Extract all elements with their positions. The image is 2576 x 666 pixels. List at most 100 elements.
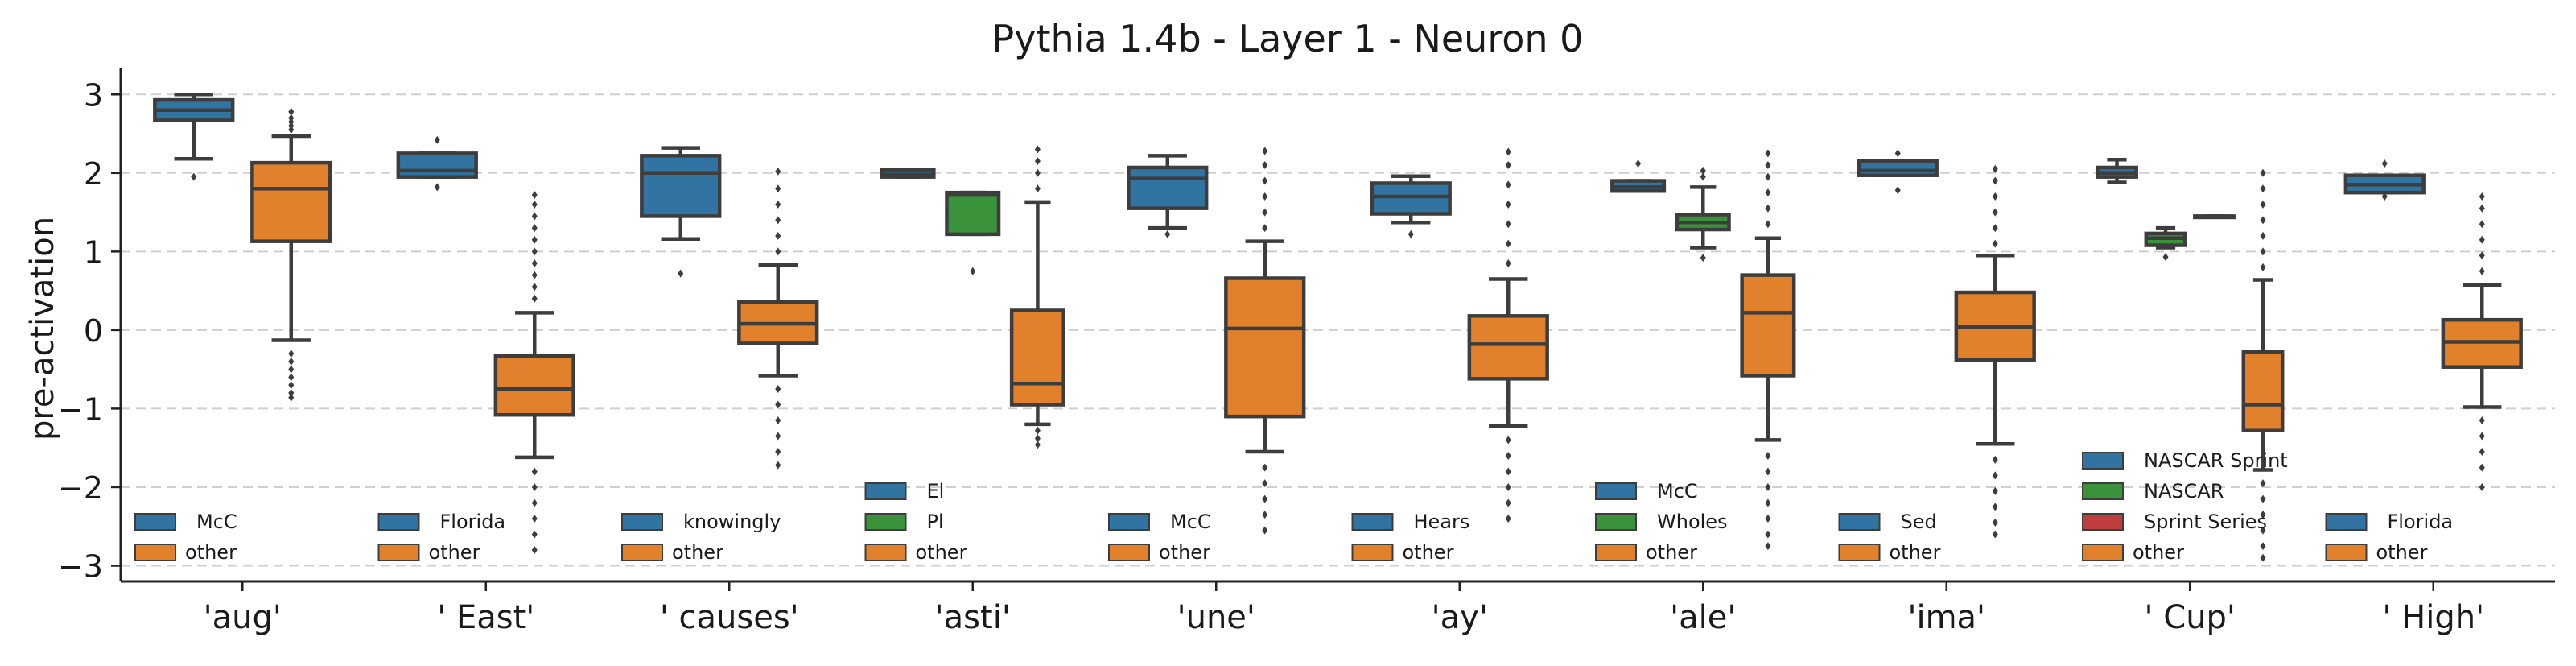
legends: McCotherFloridaotherknowinglyotherElPlot…	[134, 449, 2454, 564]
legend-swatch	[134, 544, 176, 561]
outlier-point	[531, 200, 538, 209]
box-mcc	[1610, 159, 1667, 193]
outlier-point	[1700, 166, 1706, 175]
outlier-point	[2260, 553, 2266, 562]
box-nascar	[2144, 225, 2187, 262]
outlier-point	[1765, 498, 1771, 507]
legend-label: Florida	[440, 511, 506, 533]
box-mcc	[1127, 154, 1209, 238]
outlier-point	[970, 267, 976, 275]
outlier-point	[2260, 231, 2266, 240]
outlier-point	[2260, 216, 2266, 225]
outlier-point	[531, 545, 538, 554]
legend-label: other	[429, 541, 480, 564]
box-pl	[945, 190, 1001, 275]
outlier-point	[2260, 511, 2266, 519]
outlier-point	[1262, 161, 1268, 170]
outlier-point	[288, 114, 295, 122]
outlier-point	[2162, 253, 2169, 262]
outlier-point	[434, 135, 440, 144]
outlier-point	[2479, 432, 2485, 441]
outlier-point	[1505, 239, 1511, 248]
outlier-point	[1765, 161, 1771, 170]
outlier-point	[775, 448, 781, 457]
legend-label: NASCAR Sprint	[2144, 449, 2288, 472]
outlier-point	[1034, 168, 1041, 177]
outlier-point	[434, 183, 440, 192]
box-body	[945, 190, 1001, 237]
outlier-point	[1262, 224, 1268, 233]
outlier-point	[1408, 230, 1414, 238]
legend-swatch	[1108, 513, 1150, 531]
outlier-point	[1992, 176, 1998, 185]
box-body	[1009, 308, 1065, 407]
y-tick-label: −1	[58, 391, 103, 427]
outlier-point	[1505, 161, 1511, 170]
box-other	[1467, 147, 1549, 523]
outlier-point	[2381, 159, 2388, 168]
category-group-6	[1610, 149, 1796, 551]
outlier-point	[1034, 184, 1041, 193]
outlier-point	[531, 467, 538, 476]
legend-label: other	[1159, 541, 1210, 564]
outlier-point	[1262, 511, 1268, 519]
outlier-point	[1262, 526, 1268, 535]
outlier-point	[288, 393, 295, 402]
outlier-point	[1262, 147, 1268, 155]
legend-swatch	[2325, 544, 2368, 561]
box-florida	[396, 135, 478, 192]
outlier-point	[775, 416, 781, 425]
x-tick-label: ' High'	[2382, 599, 2484, 636]
y-tick-label: 1	[84, 234, 103, 270]
box-other	[1224, 147, 1306, 535]
legend-label: Florida	[2388, 511, 2454, 533]
y-tick-label: 2	[84, 156, 103, 192]
box-body	[1127, 165, 1209, 210]
box-body	[1370, 181, 1452, 216]
outlier-point	[1765, 220, 1771, 229]
outlier-point	[1765, 149, 1771, 158]
category-group-9	[2343, 159, 2523, 491]
category-group-4	[1127, 147, 1306, 535]
outlier-point	[288, 365, 295, 374]
outlier-point	[1505, 498, 1511, 507]
outlier-point	[1765, 204, 1771, 213]
outlier-point	[1992, 224, 1998, 233]
outlier-point	[2260, 542, 2266, 551]
legend-swatch	[1351, 513, 1394, 531]
outlier-point	[678, 269, 684, 278]
legend-swatch	[2325, 513, 2368, 531]
box-nascar-sprint	[2096, 157, 2138, 184]
outlier-point	[2381, 192, 2388, 201]
legend-label: Wholes	[1657, 511, 1728, 533]
legend-label: El	[927, 480, 945, 503]
legend-swatch	[377, 513, 420, 531]
outlier-point	[775, 184, 781, 193]
category-group-0	[153, 93, 332, 402]
outlier-point	[531, 191, 538, 200]
outlier-point	[1505, 451, 1511, 460]
box-other	[2241, 168, 2285, 562]
outlier-point	[2479, 251, 2485, 260]
outlier-point	[1262, 176, 1268, 185]
category-group-1	[396, 135, 575, 554]
outlier-point	[1765, 482, 1771, 491]
x-tick-label: ' Cup'	[2145, 599, 2236, 636]
outlier-point	[1505, 436, 1511, 445]
legend-swatch	[2082, 452, 2124, 470]
legend-label: knowingly	[683, 511, 781, 533]
outlier-point	[1034, 434, 1041, 443]
legend-label: other	[1403, 541, 1454, 564]
outlier-point	[2479, 448, 2485, 457]
legend-swatch	[1838, 544, 1881, 561]
outlier-point	[531, 224, 538, 233]
legend-swatch	[621, 544, 663, 561]
box-body	[640, 154, 722, 218]
outlier-point	[2260, 247, 2266, 256]
outlier-point	[1992, 192, 1998, 201]
outlier-point	[531, 259, 538, 267]
outlier-point	[1765, 530, 1771, 539]
